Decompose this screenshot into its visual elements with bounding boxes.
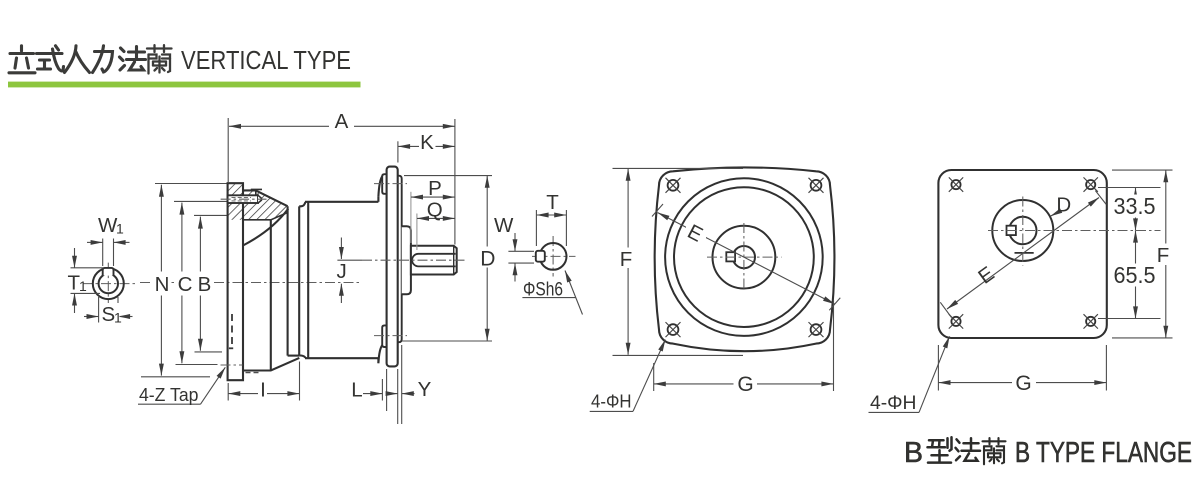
svg-text:1: 1 <box>79 278 87 294</box>
svg-text:F: F <box>620 248 633 271</box>
svg-text:A: A <box>335 110 349 133</box>
svg-text:1: 1 <box>116 221 124 237</box>
svg-text:B TYPE FLANGE: B TYPE FLANGE <box>1015 437 1192 469</box>
svg-text:L: L <box>351 379 362 402</box>
svg-text:B: B <box>904 437 923 469</box>
svg-text:B: B <box>198 273 212 296</box>
svg-text:4-Z Tap: 4-Z Tap <box>139 384 199 405</box>
svg-text:F: F <box>1157 244 1170 267</box>
svg-text:ΦSh6: ΦSh6 <box>523 279 563 301</box>
svg-text:G: G <box>1015 372 1031 395</box>
svg-text:4-ΦH: 4-ΦH <box>870 393 917 414</box>
svg-text:65.5: 65.5 <box>1114 262 1156 288</box>
svg-text:T: T <box>546 191 559 214</box>
svg-text:S: S <box>102 303 116 326</box>
svg-text:D: D <box>480 248 495 271</box>
svg-text:P: P <box>428 177 442 200</box>
svg-text:K: K <box>420 131 434 154</box>
svg-text:G: G <box>737 373 753 396</box>
svg-text:VERTICAL TYPE: VERTICAL TYPE <box>181 47 351 75</box>
svg-text:N: N <box>155 273 170 296</box>
svg-text:D: D <box>1056 194 1071 217</box>
svg-text:T: T <box>68 272 81 295</box>
svg-text:C: C <box>178 273 193 296</box>
svg-text:4-ΦH: 4-ΦH <box>591 391 632 412</box>
svg-text:W: W <box>494 214 514 237</box>
svg-text:J: J <box>336 260 346 283</box>
svg-text:33.5: 33.5 <box>1114 193 1156 219</box>
svg-text:Y: Y <box>418 378 432 401</box>
svg-text:I: I <box>260 379 266 402</box>
svg-text:1: 1 <box>114 310 122 326</box>
svg-text:W: W <box>98 214 118 237</box>
svg-text:Q: Q <box>427 199 443 222</box>
